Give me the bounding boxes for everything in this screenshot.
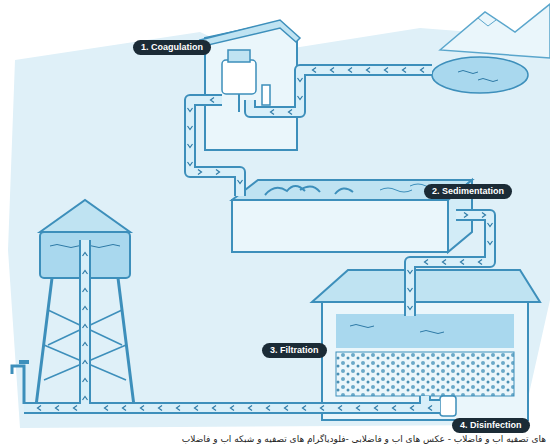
pipe (190, 100, 240, 196)
flow-arrow (357, 406, 361, 411)
pipe (85, 240, 440, 408)
flow-arrow (267, 406, 271, 411)
filtration-building (312, 270, 540, 420)
flow-arrow (56, 406, 60, 411)
flow-arrow (83, 307, 88, 311)
flow-arrow (464, 213, 468, 218)
flow-arrow (285, 406, 289, 411)
flow-arrow (159, 406, 163, 411)
flow-arrow (289, 110, 293, 115)
step-tag: 3. Filtration (262, 343, 327, 358)
flow-arrow (479, 260, 483, 265)
flow-arrow (83, 325, 88, 329)
flow-arrow (271, 110, 275, 115)
flow-arrow (188, 126, 193, 130)
step-label: 4. Disinfection (460, 420, 522, 431)
flow-arrow (105, 406, 109, 411)
pipe (425, 396, 440, 405)
pipes (24, 68, 493, 411)
flow-arrow (141, 406, 145, 411)
flow-arrow (375, 406, 379, 411)
flow-arrow (83, 271, 88, 275)
flow-arrow (188, 144, 193, 148)
faucet (12, 360, 29, 404)
pipe (410, 215, 490, 316)
step-tag: 1. Coagulation (133, 40, 211, 55)
flow-arrow (198, 170, 202, 175)
flow-arrow (411, 406, 415, 411)
flow-arrow (385, 68, 389, 73)
pipe (425, 396, 440, 405)
flow-arrow (408, 306, 413, 310)
flow-arrow (213, 406, 217, 411)
flow-arrow (408, 270, 413, 274)
flow-arrow (83, 343, 88, 347)
flow-arrow (349, 68, 353, 73)
flow-arrow (425, 260, 429, 265)
flow-arrow (211, 98, 215, 103)
flow-arrow (393, 406, 397, 411)
step-tag: 2. Sedimentation (424, 184, 512, 199)
flow-arrow (421, 68, 425, 73)
pipe (24, 404, 85, 412)
flow-arrow (123, 406, 127, 411)
flow-arrow (83, 397, 88, 401)
flow-arrow (429, 406, 433, 411)
flow-arrow (461, 260, 465, 265)
pipe (85, 240, 440, 408)
flow-arrow (38, 406, 42, 411)
flow-arrow (403, 68, 407, 73)
pipe (410, 215, 490, 316)
flow-arrow (231, 406, 235, 411)
flow-arrow (188, 108, 193, 112)
disinfection-tank (440, 396, 456, 416)
flow-arrow (298, 78, 303, 82)
flow-arrow (331, 68, 335, 73)
pipe (190, 100, 240, 196)
flow-arrow (321, 406, 325, 411)
watermark: های تصفیه اب و فاضلاب - عکس های اب و فاض… (4, 433, 546, 445)
flow-arrow (303, 406, 307, 411)
flow-arrow (408, 288, 413, 292)
mountains (440, 4, 550, 58)
flow-arrow (339, 406, 343, 411)
flow-arrow (298, 96, 303, 100)
step-label: 2. Sedimentation (432, 186, 504, 197)
pipe (24, 402, 85, 414)
flow-arrow (482, 213, 486, 218)
flow-arrow (83, 361, 88, 365)
flow-arrow (83, 379, 88, 383)
flow-arrow (238, 180, 243, 184)
flow-arrow (177, 406, 181, 411)
flow-arrow (443, 260, 447, 265)
flow-arrow (367, 68, 371, 73)
flow-arrow (216, 170, 220, 175)
flow-arrow (488, 223, 493, 227)
flow-arrow (488, 241, 493, 245)
flow-arrow (249, 406, 253, 411)
flow-arrow (195, 406, 199, 411)
flow-arrow (188, 162, 193, 166)
flow-arrow (74, 406, 78, 411)
flow-arrow (83, 289, 88, 293)
coagulation-building (200, 20, 300, 150)
lake (432, 57, 528, 93)
step-tag: 4. Disinfection (452, 418, 530, 433)
flow-arrow (313, 68, 317, 73)
pipe (250, 70, 432, 112)
step-label: 1. Coagulation (141, 42, 203, 53)
pipe (250, 70, 432, 112)
step-label: 3. Filtration (270, 345, 319, 356)
flow-arrow (83, 253, 88, 257)
